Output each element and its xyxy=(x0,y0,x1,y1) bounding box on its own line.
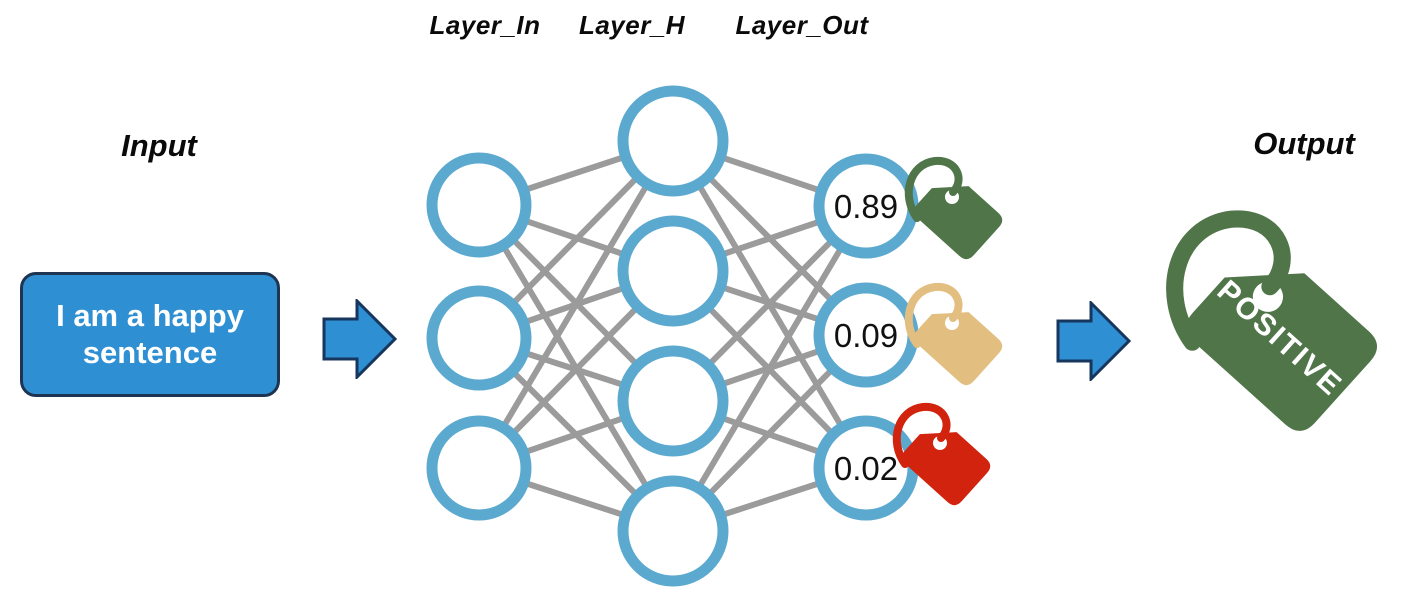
positive-tag-icon xyxy=(904,156,1003,260)
input-title: Input xyxy=(121,128,197,163)
input-sentence-box: I am a happy sentence xyxy=(20,272,280,397)
right-arrow-icon xyxy=(322,299,397,379)
output-title: Output xyxy=(1253,126,1355,161)
right-arrow-icon xyxy=(1056,301,1131,381)
negative-tag-icon xyxy=(892,402,991,506)
output-value: 0.09 xyxy=(834,317,898,354)
hidden-node xyxy=(617,85,729,197)
hidden-node xyxy=(617,215,729,327)
neutral-tag-icon xyxy=(904,282,1003,386)
layer-in-label: Layer_In xyxy=(429,10,541,40)
network-edges xyxy=(476,138,869,534)
layer-h-label: Layer_H xyxy=(578,10,686,40)
layer-out-label: Layer_Out xyxy=(735,10,869,40)
output-value: 0.02 xyxy=(834,450,898,487)
hidden-node xyxy=(617,345,729,457)
input-node xyxy=(426,415,532,521)
output-value: 0.89 xyxy=(834,188,898,225)
input-sentence-text: I am a happy sentence xyxy=(56,297,244,370)
input-layer xyxy=(426,152,532,521)
input-node xyxy=(426,285,532,391)
hidden-node xyxy=(617,475,729,587)
output-positive-tag-icon: POSITIVE xyxy=(1166,210,1378,431)
hidden-layer xyxy=(617,85,729,587)
output-layer: 0.89 0.09 0.02 xyxy=(813,153,919,521)
input-node xyxy=(426,152,532,258)
